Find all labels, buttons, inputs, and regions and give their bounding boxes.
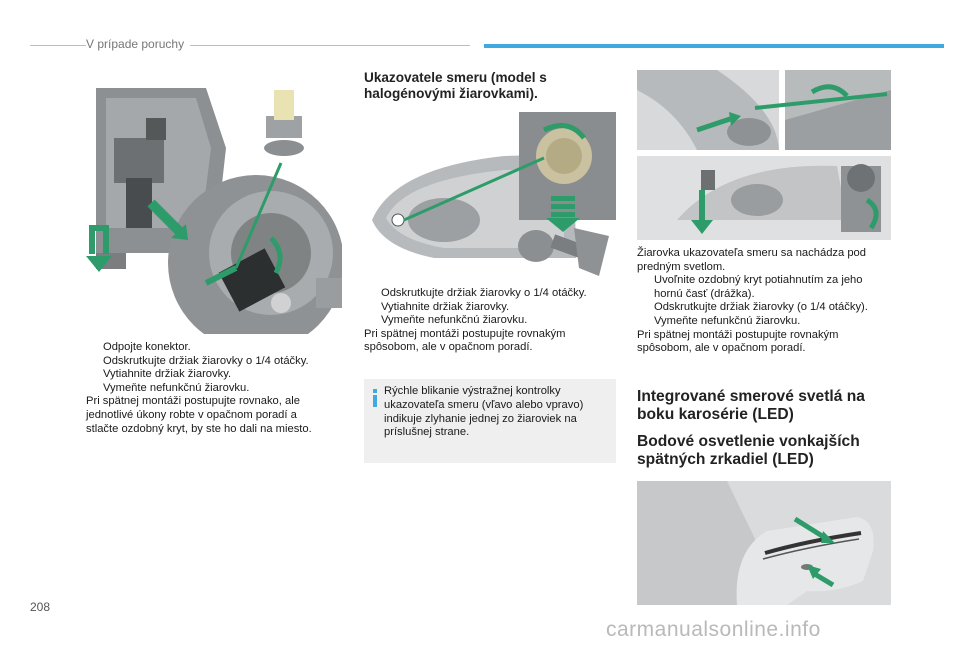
list-item: Odskrutkujte držiak žiarovky o 1/4 otáčk… [364, 287, 616, 301]
turn-signal-halogen-heading: Ukazovatele smeru (model s halogénovými … [364, 70, 547, 101]
list-item: Vymeňte nefunkčnú žiarovku. [86, 382, 350, 396]
left-instructions: Odpojte konektor. Odskrutkujte držiak ži… [86, 341, 350, 436]
bullet-icon [86, 382, 103, 396]
mid-paragraph-line: Pri spätnej montáži postupujte rovnakým [364, 327, 566, 340]
mirror-led-heading: Bodové osvetlenie vonkajších spätných zr… [637, 433, 860, 468]
watermark: carmanualsonline.info [606, 618, 821, 641]
left-paragraph-line: stlačte ozdobný kryt, by ste ho dali na … [86, 422, 312, 435]
mid-paragraph-line: spôsobom, ale v opačnom poradí. [364, 341, 533, 354]
mirror-illustration [637, 481, 891, 605]
bullet-icon [364, 301, 381, 315]
info-icon [373, 389, 377, 407]
bullet-icon [637, 315, 654, 329]
page-number: 208 [30, 600, 51, 614]
info-text: Rýchle blikanie výstražnej kontrolky uka… [384, 385, 584, 439]
list-item: Vytiahnite držiak žiarovky. [364, 301, 616, 315]
right-paragraph-line: Pri spätnej montáži postupujte rovnakým [637, 328, 839, 341]
headlamp-illustration [364, 108, 616, 286]
info-box: Rýchle blikanie výstražnej kontrolky uka… [364, 379, 616, 463]
right-intro-line: Žiarovka ukazovateľa smeru sa nachádza p… [637, 247, 867, 259]
bullet-icon [86, 355, 103, 369]
list-item: Odskrutkujte držiak žiarovky (o 1/4 otáč… [637, 301, 899, 315]
right-paragraph-line: spôsobom, ale v opačnom poradí. [637, 342, 806, 355]
header-rule [30, 45, 470, 46]
section-title: V prípade poruchy [86, 37, 191, 51]
bullet-icon [637, 274, 654, 301]
header-accent-bar [484, 44, 944, 48]
bullet-icon [86, 341, 103, 355]
list-item: Vymeňte nefunkčnú žiarovku. [364, 314, 616, 328]
list-item: Vytiahnite držiak žiarovky. [86, 368, 350, 382]
left-paragraph-line: jednotlivé úkony robte v opačnom poradí … [86, 408, 297, 421]
bullet-icon [637, 301, 654, 315]
bullet-icon [364, 314, 381, 328]
fog-lamp-illustration [86, 78, 342, 334]
list-item: Odskrutkujte držiak žiarovky o 1/4 otáčk… [86, 355, 350, 369]
list-item: Uvoľnite ozdobný kryt potiahnutím za jeh… [637, 274, 899, 301]
right-instructions: Žiarovka ukazovateľa smeru sa nachádza p… [637, 247, 899, 356]
bullet-icon [364, 287, 381, 301]
left-paragraph-line: Pri spätnej montáži postupujte rovnako, … [86, 395, 300, 408]
bullet-icon [86, 368, 103, 382]
mid-instructions: Odskrutkujte držiak žiarovky o 1/4 otáčk… [364, 287, 616, 355]
list-item: Odpojte konektor. [86, 341, 350, 355]
right-intro-line: predným svetlom. [637, 260, 726, 273]
turn-signal-bulb-illustration [637, 70, 891, 240]
list-item: Vymeňte nefunkčnú žiarovku. [637, 315, 899, 329]
side-led-heading: Integrované smerové svetlá na boku karos… [637, 388, 865, 423]
